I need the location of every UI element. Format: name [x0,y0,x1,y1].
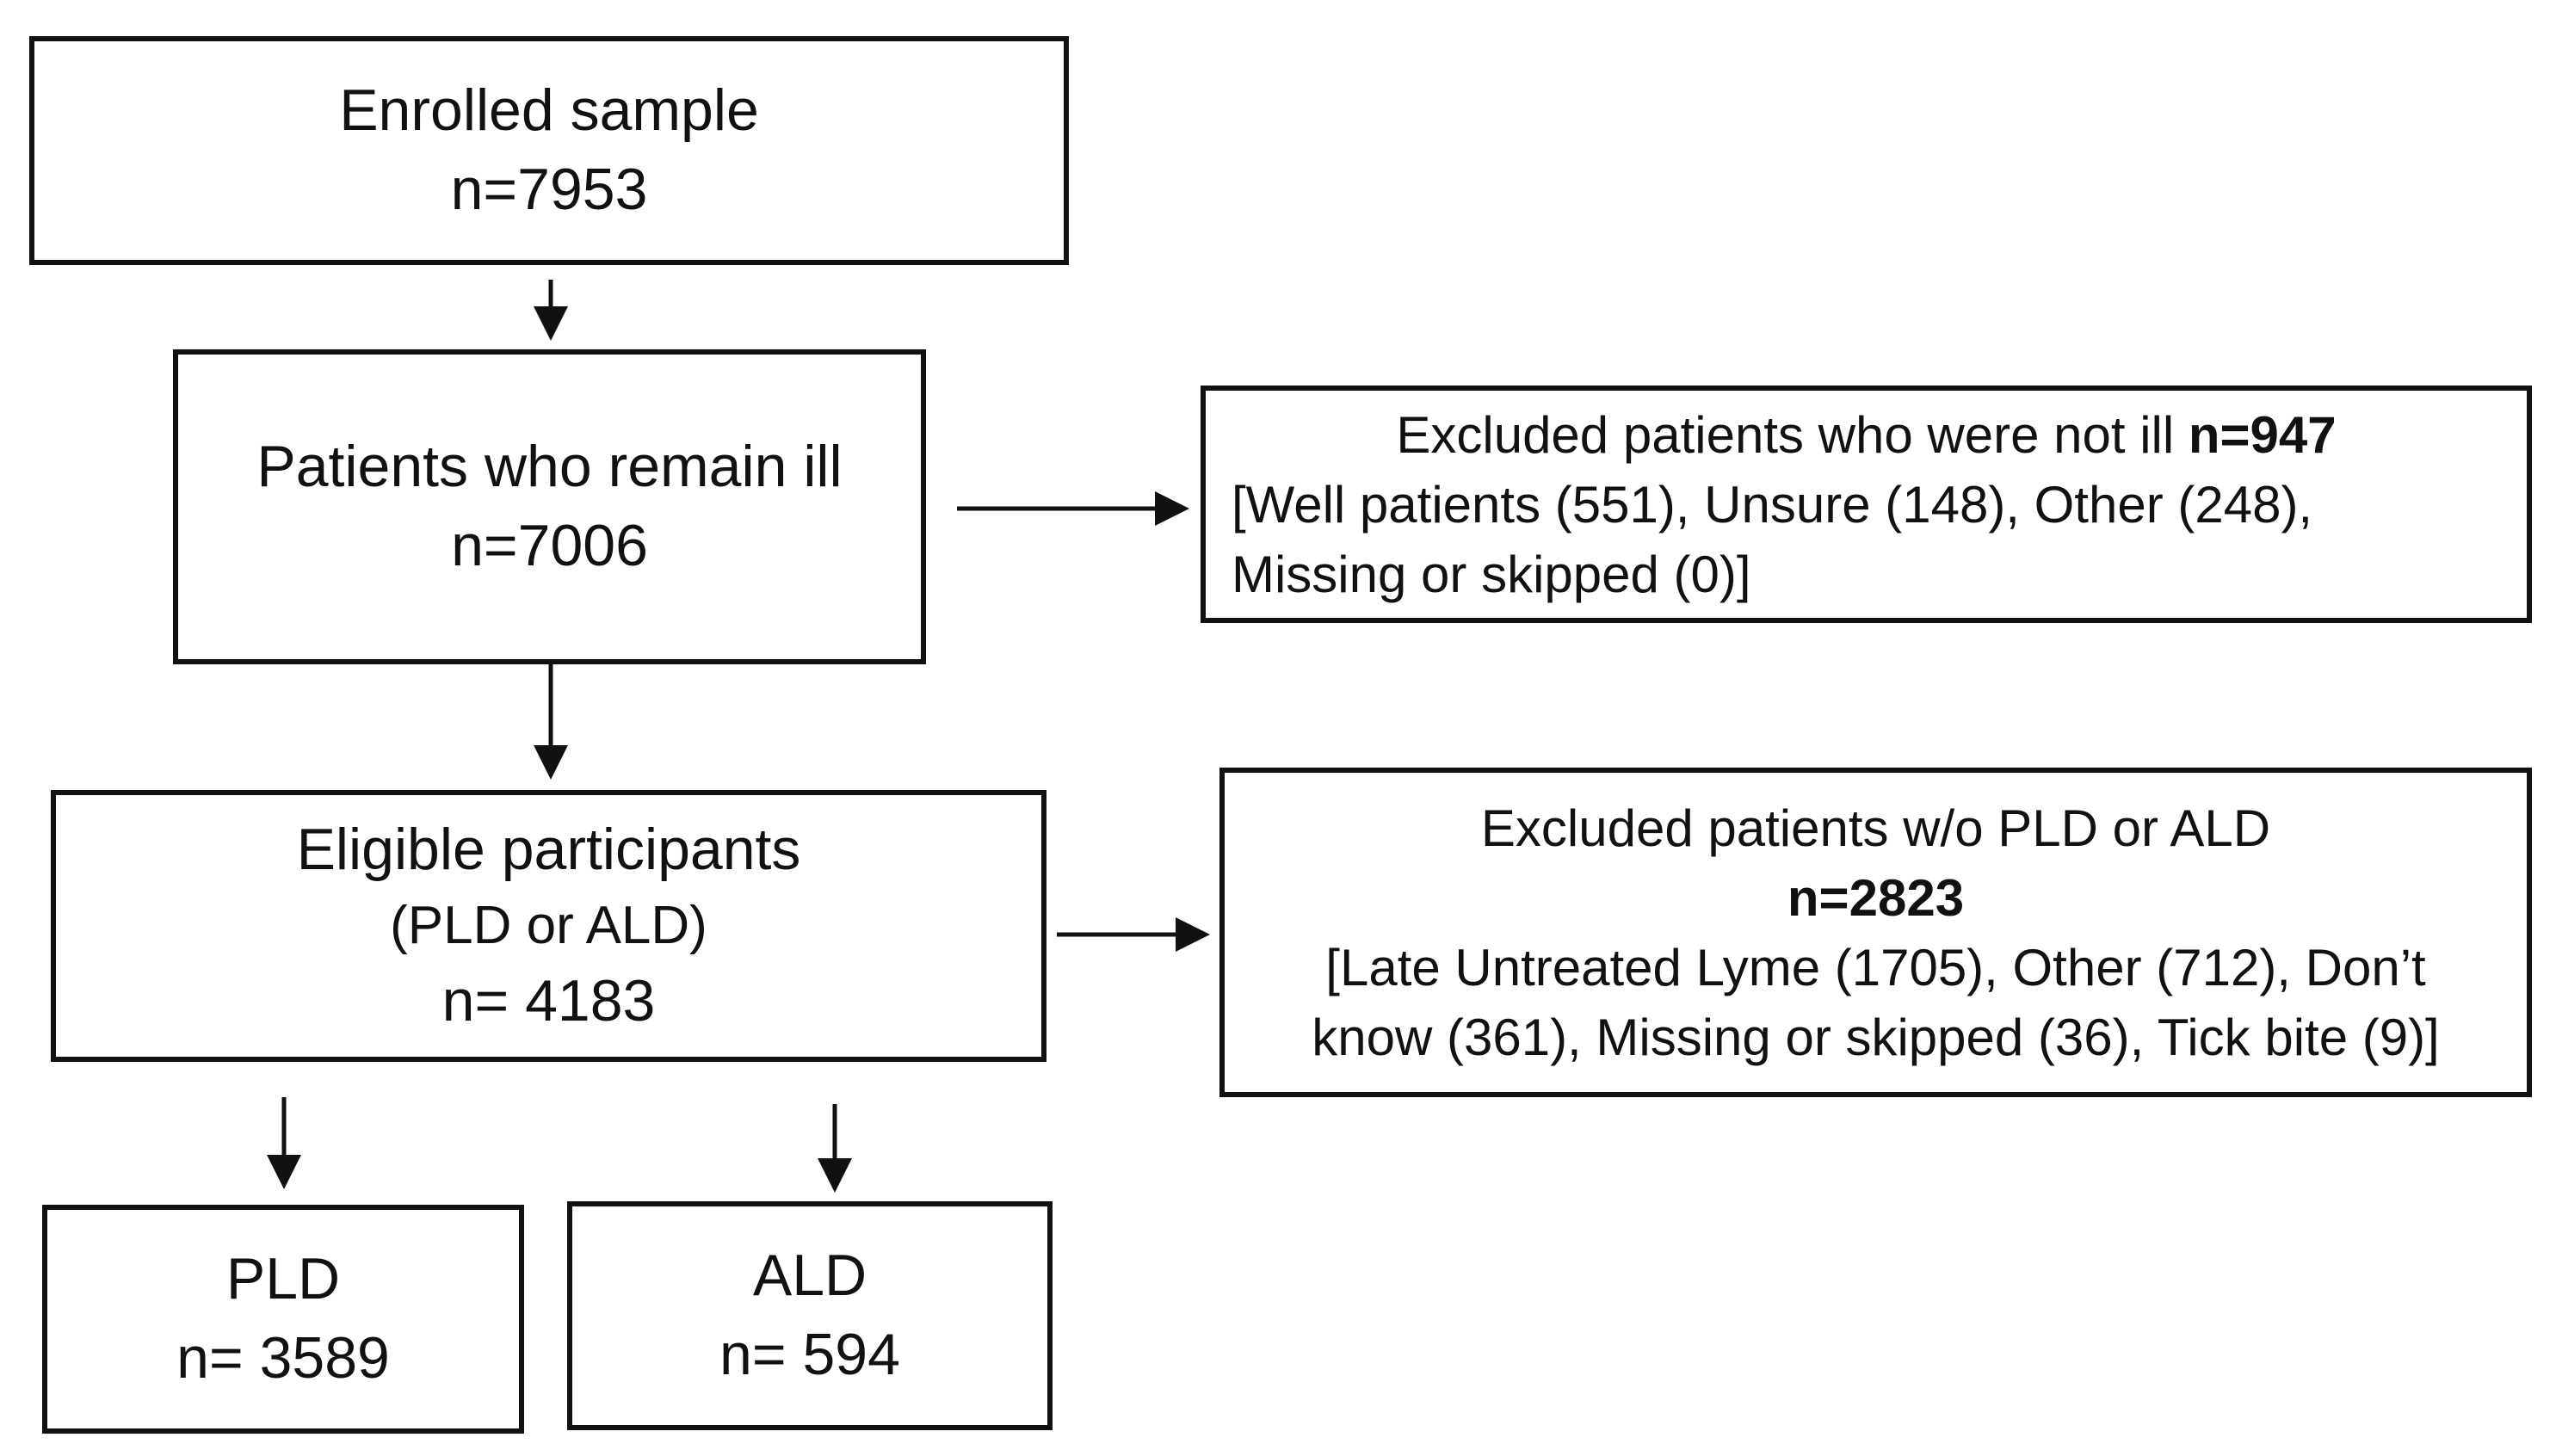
excluded-not-ill-box: Excluded patients who were not ill n=947… [1201,386,2532,623]
eligible-subtitle: (PLD or ALD) [390,896,707,956]
ald-box: ALD n= 594 [567,1201,1053,1430]
pld-title: PLD [225,1246,341,1312]
excluded-not-ill-detail-1: [Well patients (551), Unsure (148), Othe… [1232,475,2313,534]
enrolled-count: n=7953 [450,157,648,222]
excluded-no-pld-ald-box: Excluded patients w/o PLD or ALD n=2823 … [1219,768,2532,1097]
excluded-no-pld-ald-title: Excluded patients w/o PLD or ALD [1480,799,2271,857]
ald-title: ALD [752,1243,867,1309]
excluded-not-ill-detail-2: Missing or skipped (0)] [1232,545,1751,603]
excluded-no-pld-ald-detail-2: know (361), Missing or skipped (36), Tic… [1312,1008,2440,1066]
remain-ill-count: n=7006 [451,513,648,578]
remain-ill-box: Patients who remain ill n=7006 [173,349,926,664]
excluded-not-ill-title: Excluded patients who were not ill [1396,405,2175,464]
eligible-title: Eligible participants [296,817,801,883]
eligible-participants-box: Eligible participants (PLD or ALD) n= 41… [51,790,1046,1062]
pld-count: n= 3589 [176,1325,390,1391]
enrolled-sample-box: Enrolled sample n=7953 [29,36,1069,265]
excluded-not-ill-heading: Excluded patients who were not ill n=947 [1206,400,2527,470]
ald-count: n= 594 [719,1322,900,1387]
eligible-count: n= 4183 [441,967,656,1033]
remain-ill-title: Patients who remain ill [256,434,843,500]
enrolled-title: Enrolled sample [339,77,759,144]
excluded-not-ill-count: n=947 [2188,405,2337,464]
excluded-no-pld-ald-detail-1: [Late Untreated Lyme (1705), Other (712)… [1325,938,2426,996]
excluded-no-pld-ald-count: n=2823 [1787,868,1965,927]
pld-box: PLD n= 3589 [42,1205,524,1434]
